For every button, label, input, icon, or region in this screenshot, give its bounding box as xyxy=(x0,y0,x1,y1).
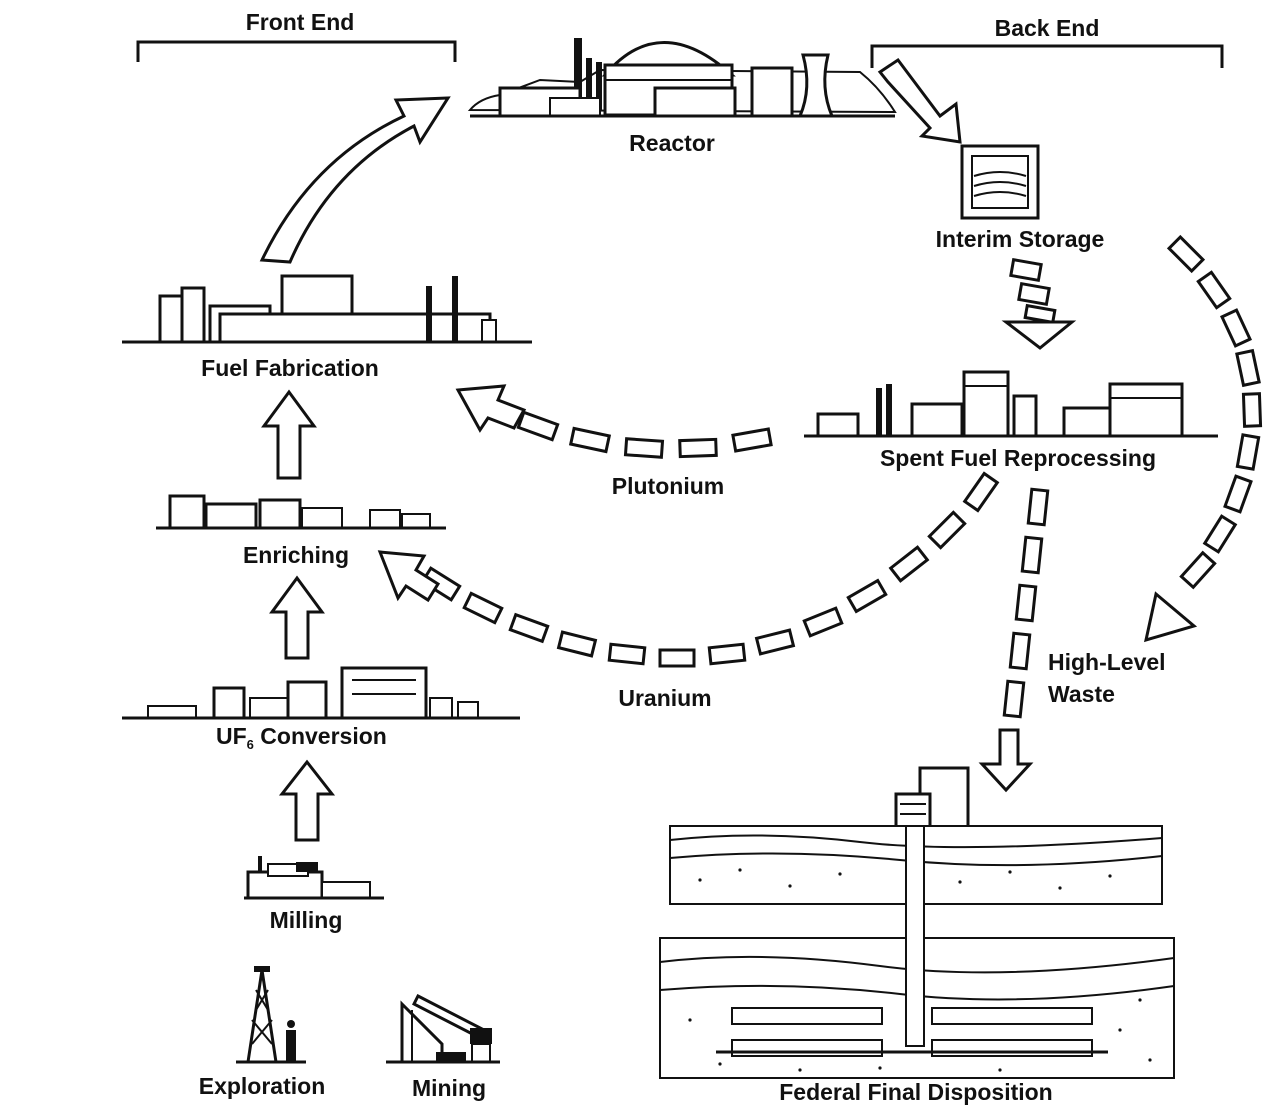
back-end-bracket: Back End xyxy=(870,15,1224,68)
federal-final-disposition-label: Federal Final Disposition xyxy=(779,1079,1052,1105)
interim-storage-label: Interim Storage xyxy=(936,226,1105,252)
reactor-illustration: Reactor xyxy=(467,38,897,156)
uf6-conversion-illustration: UF6 Conversion xyxy=(122,666,520,752)
milling-to-conversion-arrow xyxy=(278,759,336,842)
enriching-to-fabrication-arrow xyxy=(261,389,317,480)
plutonium-label: Plutonium xyxy=(612,473,724,499)
mining-illustration: Mining xyxy=(386,993,500,1101)
spent-fuel-reprocessing-illustration: Spent Fuel Reprocessing xyxy=(804,370,1218,471)
plutonium-flow-arrow xyxy=(455,384,773,459)
uf6-conversion-label: UF6 Conversion xyxy=(216,723,387,752)
reactor-label: Reactor xyxy=(629,130,715,156)
exploration-illustration: Exploration xyxy=(199,966,326,1099)
conversion-to-enriching-arrow xyxy=(269,575,325,660)
fuel-fabrication-illustration: Fuel Fabrication xyxy=(122,274,532,381)
enriching-label: Enriching xyxy=(243,542,349,568)
high-level-waste-label-line1: High-Level xyxy=(1048,649,1166,675)
enriching-illustration: Enriching xyxy=(156,494,446,568)
milling-illustration: Milling xyxy=(244,856,384,933)
exploration-label: Exploration xyxy=(199,1073,326,1099)
fuel-fabrication-label: Fuel Fabrication xyxy=(201,355,379,381)
storage-to-high-level-waste-arrow xyxy=(1143,234,1263,643)
reprocessing-to-disposition-arrow xyxy=(978,487,1050,793)
federal-final-disposition-illustration: Federal Final Disposition xyxy=(659,766,1175,1105)
front-end-label: Front End xyxy=(246,9,355,35)
reactor-to-storage-arrow xyxy=(877,57,962,144)
high-level-waste-label-line2: Waste xyxy=(1048,681,1115,707)
front-end-bracket: Front End xyxy=(136,9,457,62)
back-end-label: Back End xyxy=(995,15,1100,41)
mining-label: Mining xyxy=(412,1075,486,1101)
milling-label: Milling xyxy=(270,907,343,933)
storage-to-reprocessing-arrow xyxy=(1001,257,1077,350)
uranium-flow-arrow xyxy=(377,471,1000,668)
fabrication-to-reactor-arrow xyxy=(259,96,451,264)
uranium-label: Uranium xyxy=(618,685,711,711)
interim-storage-illustration: Interim Storage xyxy=(936,144,1105,252)
spent-fuel-reprocessing-label: Spent Fuel Reprocessing xyxy=(880,445,1156,471)
